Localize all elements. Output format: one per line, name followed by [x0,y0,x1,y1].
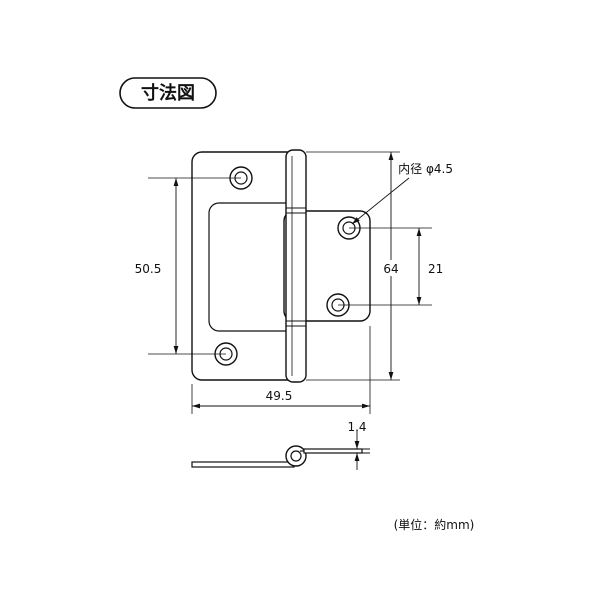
thickness-label: 1.4 [347,420,366,434]
width-label: 49.5 [266,389,293,403]
unit-note: (単位：約mm) [394,517,475,532]
left-leaf-cutout [208,202,296,332]
title-badge: 寸法図 [119,77,217,109]
hinge-knuckle [285,149,307,383]
hinge-front-view [191,149,371,383]
left-height-label: 50.5 [135,262,162,276]
hole-spacing-label: 21 [428,262,443,276]
extension-lines [148,151,432,414]
hinge-side-view [191,445,363,468]
hole-diameter-leader [351,177,410,225]
hole-diameter-label: 内径 φ4.5 [398,162,453,176]
thickness-dimension [348,430,370,470]
total-height-label: 64 [383,262,398,276]
side-leaf-plate [191,461,295,468]
side-upper-leaf [303,448,363,454]
page-title: 寸法図 [141,82,195,104]
